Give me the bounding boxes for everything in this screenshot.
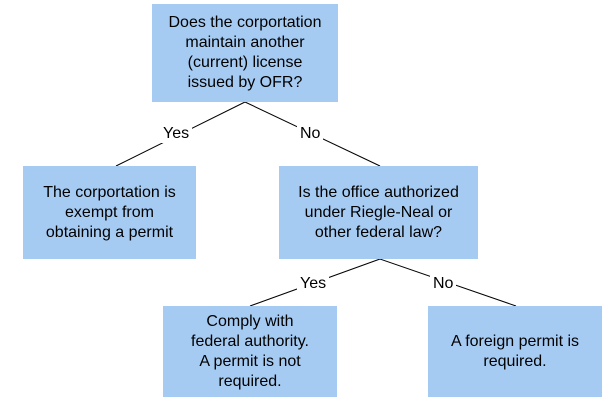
edge-label-q2-yes: Yes <box>297 275 330 293</box>
federal-authority-outcome-text: Comply with federal authority. A permit … <box>191 312 309 390</box>
edge-label-q1-yes: Yes <box>160 125 193 143</box>
question-federal-authorization-box: Is the office authorized under Riegle-Ne… <box>279 166 478 259</box>
exempt-outcome-text: The corportation is exempt from obtainin… <box>43 183 176 241</box>
edge-label-q2-no: No <box>430 275 457 293</box>
edge-label-q1-no: No <box>297 125 324 143</box>
foreign-permit-outcome-text: A foreign permit is required. <box>450 332 580 370</box>
foreign-permit-outcome-box: A foreign permit is required. <box>428 306 602 397</box>
question-other-license-box: Does the corportation maintain another (… <box>152 4 338 102</box>
federal-authority-outcome-box: Comply with federal authority. A permit … <box>163 306 337 397</box>
question-federal-authorization-text: Is the office authorized under Riegle-Ne… <box>298 183 459 241</box>
question-other-license-text: Does the corportation maintain another (… <box>168 14 322 91</box>
exempt-outcome-box: The corportation is exempt from obtainin… <box>23 166 196 259</box>
